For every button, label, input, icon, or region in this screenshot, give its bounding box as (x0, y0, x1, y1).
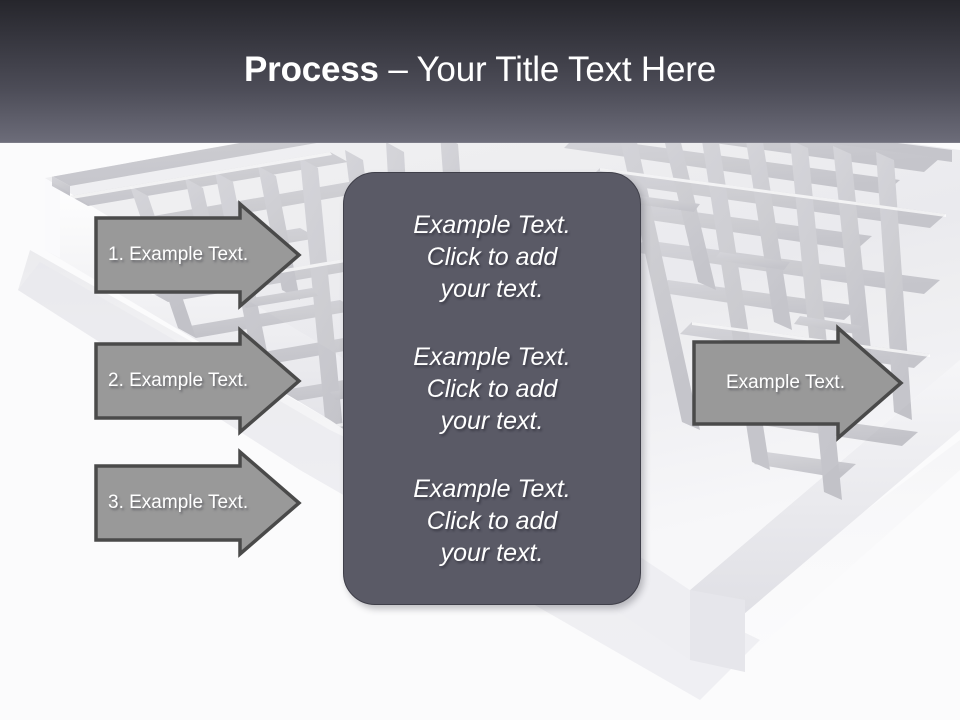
content-panel-block-1: Example Text. Click to add your text. (344, 209, 640, 305)
process-step-arrow-3[interactable]: 3. Example Text. (92, 444, 304, 562)
content-panel-block-1-line-2: Click to add (426, 242, 558, 271)
content-panel-block-1-line-1: Example Text. (413, 210, 571, 239)
content-panel-block-1-line-3: your text. (440, 274, 544, 303)
process-step-arrow-1[interactable]: 1. Example Text. (92, 196, 304, 314)
page-title: Process – Your Title Text Here (0, 48, 960, 92)
title-bar-sheen (0, 142, 960, 143)
content-panel-block-2: Example Text. Click to add your text. (344, 341, 640, 437)
content-panel-block-3-line-1: Example Text. (413, 474, 571, 503)
content-panel-block-3-line-2: Click to add (426, 506, 558, 535)
content-panel[interactable]: Example Text. Click to add your text. Ex… (343, 172, 641, 605)
content-panel-block-2-line-2: Click to add (426, 374, 558, 403)
process-step-arrow-2[interactable]: 2. Example Text. (92, 322, 304, 440)
title-strong: Process (244, 50, 379, 89)
content-panel-block-3: Example Text. Click to add your text. (344, 473, 640, 569)
content-panel-block-2-line-3: your text. (440, 406, 544, 435)
title-rest: – Your Title Text Here (378, 50, 716, 89)
slide-title-bar: Process – Your Title Text Here (0, 0, 960, 143)
content-panel-block-3-line-3: your text. (440, 538, 544, 567)
process-outcome-arrow[interactable]: Example Text. (690, 322, 906, 444)
content-panel-block-2-line-1: Example Text. (413, 342, 571, 371)
